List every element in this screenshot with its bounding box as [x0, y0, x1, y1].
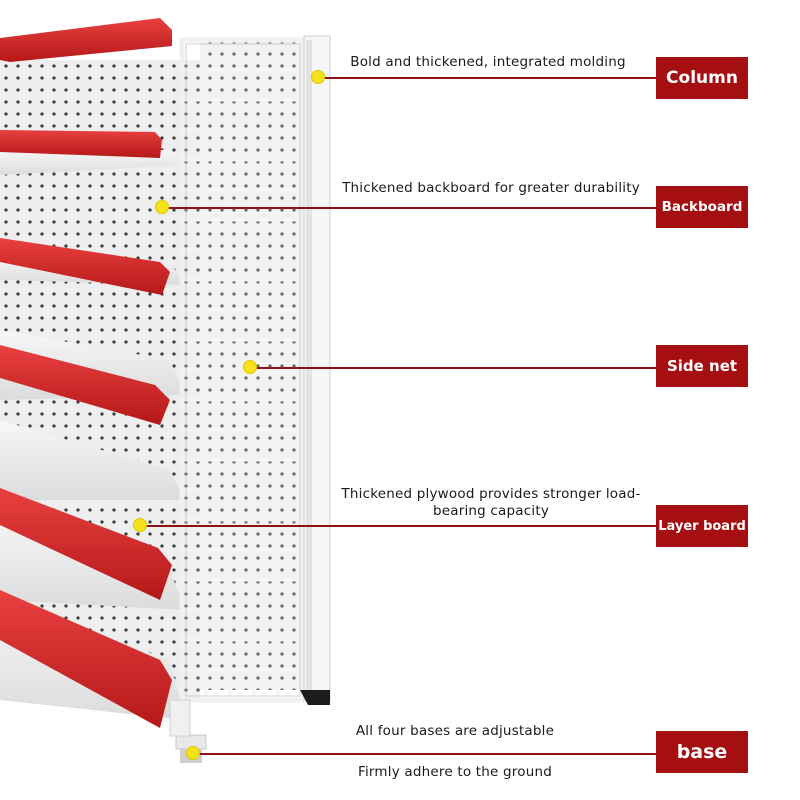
layer-board-leader-line	[140, 525, 660, 527]
base-label: base	[656, 731, 748, 773]
base-description-top: All four bases are adjustable	[355, 723, 555, 739]
layer-board-label: Layer board	[656, 505, 748, 547]
side-net-leader-line	[250, 367, 660, 369]
column-label: Column	[656, 57, 748, 99]
backboard-marker-dot	[155, 200, 169, 214]
backboard-label: Backboard	[656, 186, 748, 228]
column-upright	[300, 35, 331, 705]
backboard-description: Thickened backboard for greater durabili…	[342, 180, 640, 196]
side-net-marker-dot	[243, 360, 257, 374]
side-net-label: Side net	[656, 345, 748, 387]
layer-board-marker-dot	[133, 518, 147, 532]
column-marker-dot	[311, 70, 325, 84]
column-leader-line	[318, 77, 660, 79]
backboard-leader-line	[162, 207, 660, 209]
base-marker-dot	[186, 746, 200, 760]
shelf-lips	[0, 18, 172, 728]
layer-board-description: Thickened plywood provides stronger load…	[341, 486, 641, 519]
base-description-bottom: Firmly adhere to the ground	[357, 764, 553, 780]
base-leader-line	[193, 753, 660, 755]
column-description: Bold and thickened, integrated molding	[350, 54, 626, 70]
